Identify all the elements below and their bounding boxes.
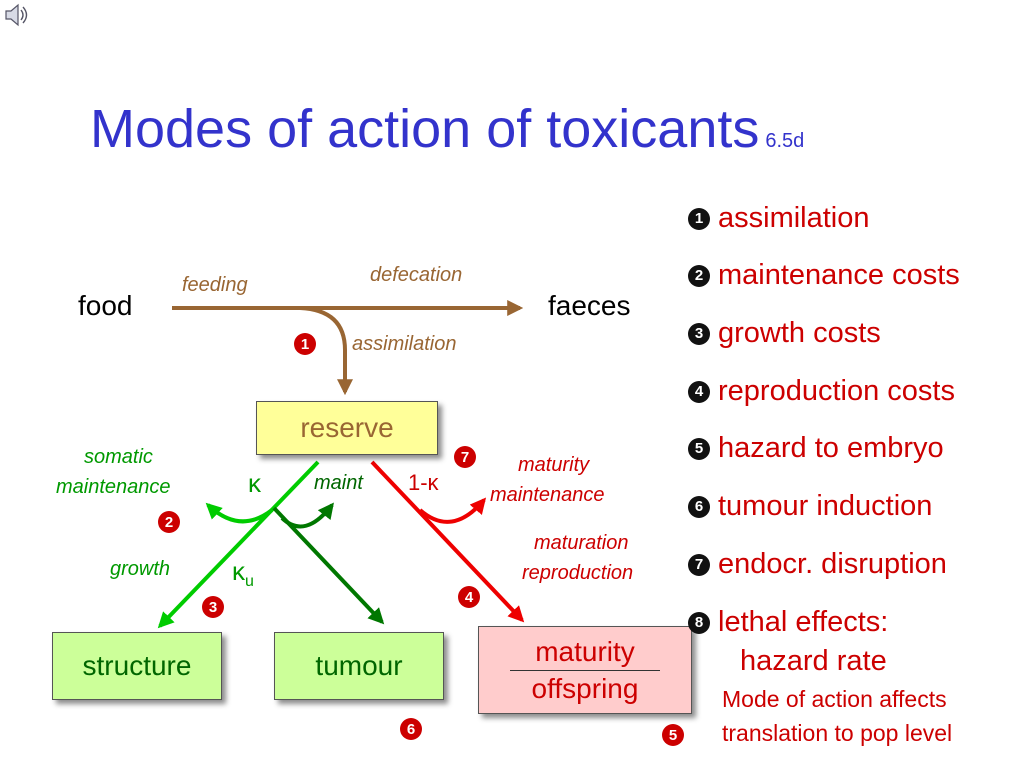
kappa-label: κ xyxy=(248,468,261,498)
legend-number: 5 xyxy=(688,437,710,460)
reproduction-arrow xyxy=(370,460,525,623)
maint-arrow xyxy=(280,502,334,529)
maturity-maintenance-arrow xyxy=(418,497,487,524)
somatic-maintenance-arrow xyxy=(205,502,274,524)
assimilation-label: assimilation xyxy=(352,333,457,355)
legend-item-2: 2 maintenance costs xyxy=(688,259,960,292)
legend-number: 8 xyxy=(688,611,710,634)
tumour-box: tumour xyxy=(274,632,444,700)
maturity-label: maturity xyxy=(535,635,635,667)
legend-item-8: 8 lethal effects: xyxy=(688,606,888,639)
note-line-2: translation to pop level xyxy=(722,720,953,746)
kappa-u-symbol: κ xyxy=(232,556,245,586)
one-minus-kappa-label: 1-κ xyxy=(408,470,439,495)
legend-text: maintenance costs xyxy=(718,259,960,291)
reproduction-label: reproduction xyxy=(522,562,634,584)
marker-5: 5 xyxy=(662,724,684,746)
feeding-label: feeding xyxy=(182,274,248,296)
maturation-label: maturation xyxy=(534,532,629,554)
title-text: Modes of action of toxicants xyxy=(90,99,760,159)
legend-text: growth costs xyxy=(718,317,881,349)
legend-item-6: 6 tumour induction xyxy=(688,490,932,523)
legend-text: assimilation xyxy=(718,202,870,234)
note-line-1: Mode of action affects xyxy=(722,686,947,712)
reserve-label: reserve xyxy=(300,412,394,443)
legend-number: 2 xyxy=(688,264,710,287)
growth-label: growth xyxy=(110,558,171,580)
maturity-maintenance-label-2: maintenance xyxy=(490,484,605,506)
speaker-icon[interactable] xyxy=(2,2,28,28)
growth-arrow xyxy=(157,460,320,629)
somatic-maintenance-label: maintenance xyxy=(56,476,171,498)
legend-number: 7 xyxy=(688,553,710,576)
legend-text: hazard to embryo xyxy=(718,432,944,464)
tumour-arrow xyxy=(272,506,385,625)
marker-4: 4 xyxy=(458,586,480,608)
structure-box: structure xyxy=(52,632,222,700)
reserve-box: reserve xyxy=(256,401,438,455)
legend-text: endocr. disruption xyxy=(718,548,947,580)
legend-item-4: 4 reproduction costs xyxy=(688,375,955,408)
marker-7: 7 xyxy=(454,446,476,468)
structure-label: structure xyxy=(82,650,192,681)
maturity-offspring-box: maturity offspring xyxy=(478,626,692,714)
title-reference: 6.5d xyxy=(765,130,805,152)
maturity-maintenance-label-1: maturity xyxy=(518,454,590,476)
marker-2: 2 xyxy=(158,511,180,533)
maint-label: maint xyxy=(314,472,363,494)
legend-number: 6 xyxy=(688,495,710,518)
legend-number: 4 xyxy=(688,380,710,403)
defecation-label: defecation xyxy=(370,264,463,286)
legend-item-3: 3 growth costs xyxy=(688,317,881,350)
kappa-u-subscript: u xyxy=(245,573,254,591)
kappa-u-label: κu xyxy=(232,556,254,591)
food-label: food xyxy=(78,290,133,321)
assimilation-arrow xyxy=(299,306,353,396)
somatic-label: somatic xyxy=(84,446,153,468)
marker-1: 1 xyxy=(294,333,316,355)
marker-6: 6 xyxy=(400,718,422,740)
marker-3: 3 xyxy=(202,596,224,618)
faeces-label: faeces xyxy=(548,290,631,321)
legend-number: 3 xyxy=(688,322,710,345)
offspring-label: offspring xyxy=(531,672,639,704)
legend-text: reproduction costs xyxy=(718,375,955,407)
tumour-label: tumour xyxy=(315,650,403,681)
legend-item-7: 7 endocr. disruption xyxy=(688,548,947,581)
fraction-line xyxy=(510,669,660,671)
legend-number: 1 xyxy=(688,207,710,230)
legend-text: lethal effects: xyxy=(718,606,889,638)
legend-text: tumour induction xyxy=(718,490,933,522)
legend-item-8-continuation: hazard rate xyxy=(740,645,887,677)
legend-item-1: 1 assimilation xyxy=(688,202,870,235)
legend-item-5: 5 hazard to embryo xyxy=(688,432,944,465)
